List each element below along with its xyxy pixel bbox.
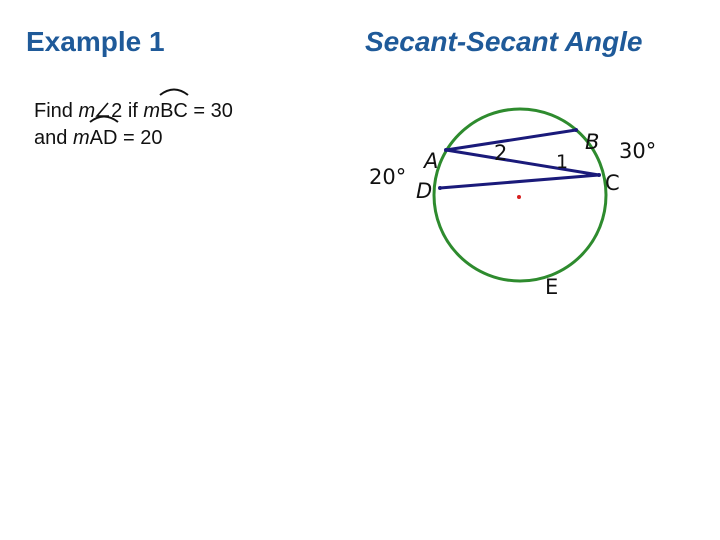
example-heading: Example 1 — [26, 28, 165, 56]
angle-label-2: 2 — [494, 141, 507, 165]
chord-ac — [445, 148, 600, 177]
secant-dc — [439, 173, 600, 190]
angle-number: 2 — [111, 100, 123, 122]
measure-m: m — [72, 127, 90, 149]
if-word: if — [127, 100, 138, 122]
point-a-dot — [444, 148, 448, 152]
arc-ad-notation: AD — [88, 115, 119, 152]
arc-bc-label: BC — [160, 100, 188, 122]
measure-m: m — [143, 100, 161, 122]
example-number: 1 — [148, 26, 165, 57]
find-word: Find — [34, 100, 73, 122]
center-point — [517, 195, 521, 199]
point-label-b: B — [585, 130, 599, 154]
arc-ad-label: AD — [89, 127, 118, 149]
slide-title: Secant-Secant Angle — [365, 26, 643, 57]
arc-bc-measure: 30° — [619, 139, 656, 163]
point-c-dot — [597, 173, 601, 177]
point-d-dot — [438, 186, 442, 190]
point-label-e: E — [545, 275, 558, 299]
example-word: Example — [26, 26, 142, 57]
angle-label-1: 1 — [556, 151, 568, 173]
circle — [432, 107, 608, 283]
measure-m: m — [78, 100, 96, 122]
point-label-a: A — [422, 149, 438, 173]
and-word: and — [34, 127, 68, 149]
arc-ad-measure: 20° — [369, 165, 406, 189]
arc-bc-notation: BC — [159, 88, 189, 125]
arc-bc-equation: = 30 — [193, 100, 233, 122]
arc-icon — [88, 115, 119, 123]
arc-icon — [159, 88, 189, 96]
point-label-d: D — [416, 179, 432, 203]
arc-ad-equation: = 20 — [122, 127, 163, 149]
secant-ab — [445, 128, 577, 152]
point-b-dot — [574, 128, 578, 132]
point-label-c: C — [605, 171, 620, 195]
